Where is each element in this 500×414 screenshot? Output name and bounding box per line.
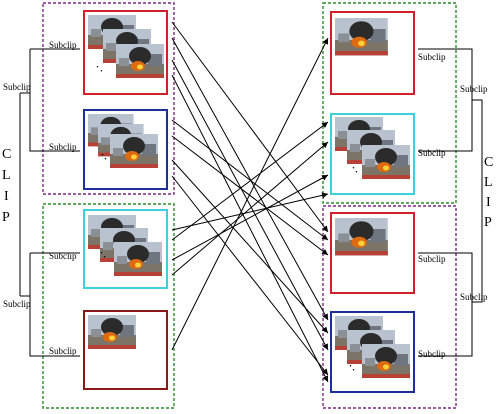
- svg-text:·: ·: [352, 163, 355, 173]
- svg-text:I: I: [486, 195, 491, 210]
- svg-text:·: ·: [104, 154, 107, 164]
- right-subclip-label-1: Subclip: [418, 52, 446, 62]
- arrow: [171, 141, 329, 276]
- svg-text:·: ·: [352, 365, 355, 375]
- svg-text:·: ·: [100, 248, 103, 258]
- svg-text:P: P: [484, 215, 492, 230]
- right-clip-label: C L I P: [484, 155, 493, 230]
- svg-text:P: P: [2, 210, 10, 225]
- right-clip-subclip-label-bottom: Subclip: [460, 292, 488, 302]
- right-top-clip-group: [322, 2, 457, 204]
- svg-text:L: L: [484, 175, 493, 190]
- left-subclip-label-1: Subclip: [49, 40, 77, 50]
- left-subclip-label-2: Subclip: [49, 142, 77, 152]
- left-clip-label: C L I P: [2, 147, 11, 225]
- left-clip-subclip-label-bottom: Subclip: [3, 299, 31, 309]
- svg-text:·: ·: [103, 252, 106, 262]
- fire-scene-thumbnail-icon: · ·: [88, 114, 158, 168]
- arrow: [171, 37, 329, 351]
- svg-text:L: L: [2, 168, 11, 183]
- arrow: [171, 121, 329, 241]
- mapping-arrows: [171, 21, 329, 383]
- fire-scene-thumbnail-icon: · ·: [88, 15, 164, 78]
- left-clip-subclip-label-top: Subclip: [3, 82, 31, 92]
- arrow: [171, 119, 329, 241]
- arrow: [171, 174, 329, 261]
- svg-text:C: C: [484, 155, 493, 170]
- svg-text:·: ·: [100, 66, 103, 76]
- fire-scene-thumbnail-icon: · ·: [335, 316, 410, 378]
- right-tree-connectors: [418, 48, 483, 357]
- right-clip-subclip-label-top: Subclip: [460, 84, 488, 94]
- right-bottom-clip-group: [322, 205, 457, 409]
- left-bottom-clip-group: [42, 203, 175, 409]
- fire-scene-thumbnail-icon: · ·: [335, 117, 410, 179]
- fire-scene-thumbnail-icon: [335, 18, 388, 56]
- left-subclip-label-3: Subclip: [49, 251, 77, 261]
- right-subclip-label-4: Subclip: [418, 349, 446, 359]
- arrow: [171, 159, 329, 334]
- arrow: [171, 135, 329, 256]
- svg-text:·: ·: [355, 167, 358, 177]
- left-tree-connectors: [19, 48, 80, 357]
- svg-text:C: C: [2, 147, 11, 162]
- left-subclip-label-4: Subclip: [49, 346, 77, 356]
- right-subclip-label-3: Subclip: [418, 254, 446, 264]
- fire-scene-thumbnail-icon: · ·: [88, 215, 162, 276]
- arrow: [171, 21, 329, 233]
- ellipsis-dots-icon: ·: [96, 62, 99, 72]
- arrow: [171, 74, 329, 383]
- fire-scene-thumbnail-icon: [335, 218, 388, 256]
- fire-scene-thumbnail-icon: [88, 315, 136, 349]
- arrow: [171, 175, 329, 376]
- arrow: [171, 37, 329, 321]
- arrow: [171, 59, 329, 351]
- left-top-clip-group: [42, 2, 175, 195]
- arrow: [171, 192, 329, 231]
- svg-text:·: ·: [349, 361, 352, 371]
- svg-text:I: I: [4, 189, 9, 204]
- svg-text:·: ·: [101, 150, 104, 160]
- right-subclip-label-2: Subclip: [418, 148, 446, 158]
